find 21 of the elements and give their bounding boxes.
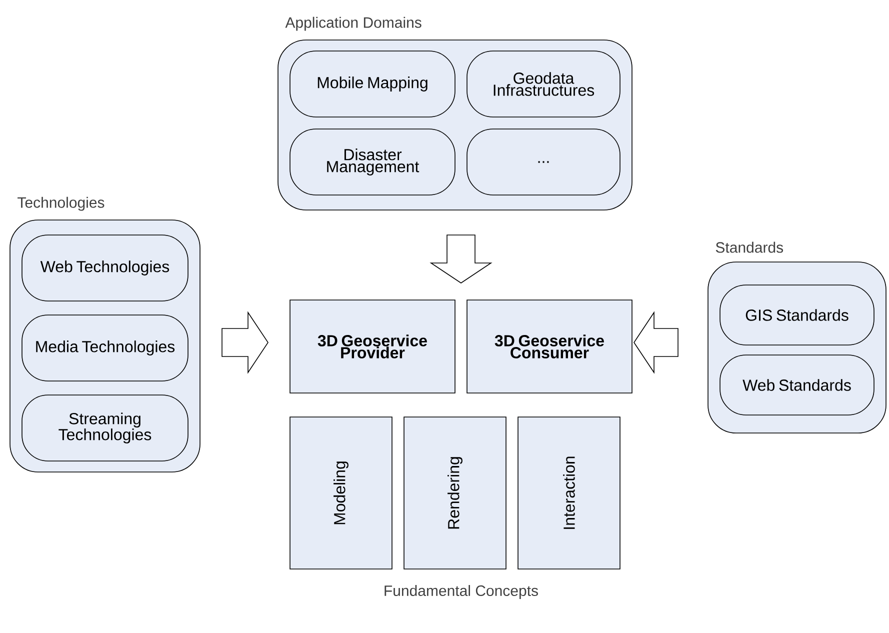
concept-box: Modeling	[290, 416, 392, 570]
block-arrow	[430, 234, 492, 284]
panel-heading: Application Domains	[285, 16, 422, 31]
rounded-box: Web Technologies	[22, 234, 188, 302]
rounded-box: GIS Standards	[720, 284, 874, 346]
caption-text: Fundamental Concepts	[384, 585, 538, 599]
rounded-box: Mobile Mapping	[290, 50, 456, 118]
block-arrow	[222, 311, 268, 374]
rounded-box: ...	[466, 128, 620, 196]
rounded-box: Web Standards	[720, 354, 874, 416]
block-arrow	[634, 311, 678, 374]
panel-heading: Standards	[716, 242, 784, 253]
rounded-box: Geodata Infrastructures	[466, 50, 620, 118]
rounded-box: Disaster Management	[290, 128, 456, 196]
rounded-box: Streaming Technologies	[22, 394, 188, 462]
rounded-box: Media Technologies	[22, 314, 188, 382]
concept-box: Rendering	[404, 416, 506, 570]
concept-box: Interaction	[518, 416, 620, 570]
panel-heading: Technologies	[18, 196, 104, 211]
concept-box: 3D Geoservice Consumer	[466, 300, 632, 394]
concept-box: 3D Geoservice Provider	[290, 300, 456, 394]
